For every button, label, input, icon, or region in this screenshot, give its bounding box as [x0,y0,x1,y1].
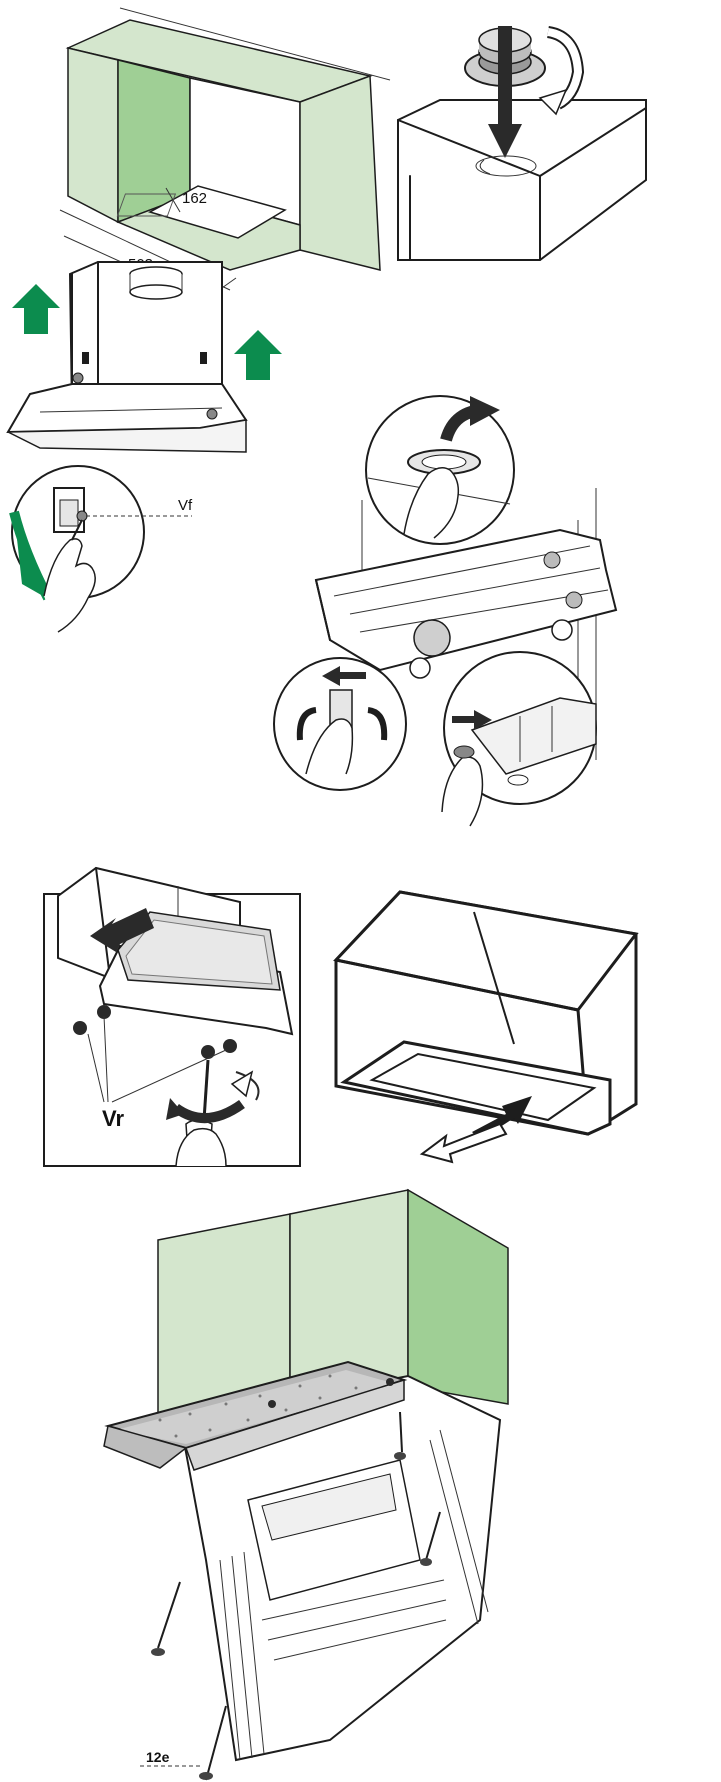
screw-vf-label: Vf [178,497,193,514]
vf-screw-detail [9,465,192,633]
rotate-arrow-icon [166,1070,260,1124]
hand-icon [403,467,460,539]
hand-icon [43,519,96,633]
right-arrow-icon [452,710,492,730]
panel-fit-flange [397,26,647,261]
left-arrow-icon [90,908,154,952]
panel-canopy-fixing: 12e [103,1188,509,1781]
left-arrow-icon [419,1122,508,1164]
screw-icon [151,1581,181,1656]
detail-slide-right [441,651,597,827]
hand-icon [441,745,484,827]
detail-flange-turn [365,395,515,545]
screw-code-label: 12e [146,1749,170,1765]
up-arrow-icon [12,284,60,334]
rotate-arrow-icon [440,396,500,442]
hand-icon [305,718,354,775]
screw-icon [199,1705,227,1781]
panel-underside-details [273,395,618,827]
screw-icon [420,1511,441,1566]
hand-icon [175,1127,227,1167]
up-arrow-icon [234,330,282,380]
screw-icon [394,1411,406,1460]
screw-vr-label: Vr [102,1106,124,1131]
down-arrow-icon [488,26,522,158]
dimension-depth-label: 162 [182,190,207,207]
panel-lift-hood: Vf [6,261,282,633]
detail-slide-left [273,657,407,791]
left-arrow-icon [322,666,366,686]
panel-cabinet-cutout: 503 162 [59,7,391,301]
rotate-arrow-icon [538,26,585,116]
panel-drawer-slide [333,890,639,1164]
panel-filter-vr: Vr [43,866,301,1167]
